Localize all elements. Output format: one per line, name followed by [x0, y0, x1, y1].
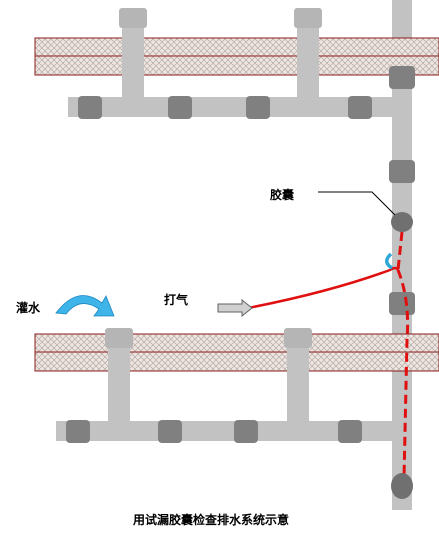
lower-branch-riser-left	[105, 328, 133, 430]
stack-dashed-line-upper	[396, 231, 404, 271]
pour-water-label: 灌水	[16, 301, 41, 315]
bladder-label: 胶囊	[270, 188, 295, 202]
junction-mark	[385, 252, 393, 270]
upper-branch-fittings	[78, 96, 372, 119]
upper-floor-slab	[34, 37, 439, 76]
upper-horizontal-branch	[68, 97, 398, 117]
lower-branch-riser-right	[284, 328, 312, 430]
air-hose	[247, 266, 400, 310]
stack-dashed-line-lower	[396, 269, 410, 479]
lower-horizontal-branch	[56, 421, 398, 441]
inflate-label: 打气	[164, 293, 189, 307]
pour-water-arrow	[55, 295, 115, 317]
test-bladder-upper	[391, 212, 413, 232]
lower-floor-slab	[34, 333, 439, 372]
diagram-caption: 用试漏胶囊检查排水系统示意	[133, 513, 290, 527]
stack-fittings	[389, 66, 415, 315]
test-bladder-lower	[391, 473, 413, 499]
upper-branch-riser-left	[119, 8, 147, 106]
upper-branch-riser-right	[294, 8, 322, 106]
inflate-arrow	[217, 298, 253, 318]
lower-branch-fittings	[66, 420, 362, 443]
bladder-leader-line	[318, 191, 396, 216]
